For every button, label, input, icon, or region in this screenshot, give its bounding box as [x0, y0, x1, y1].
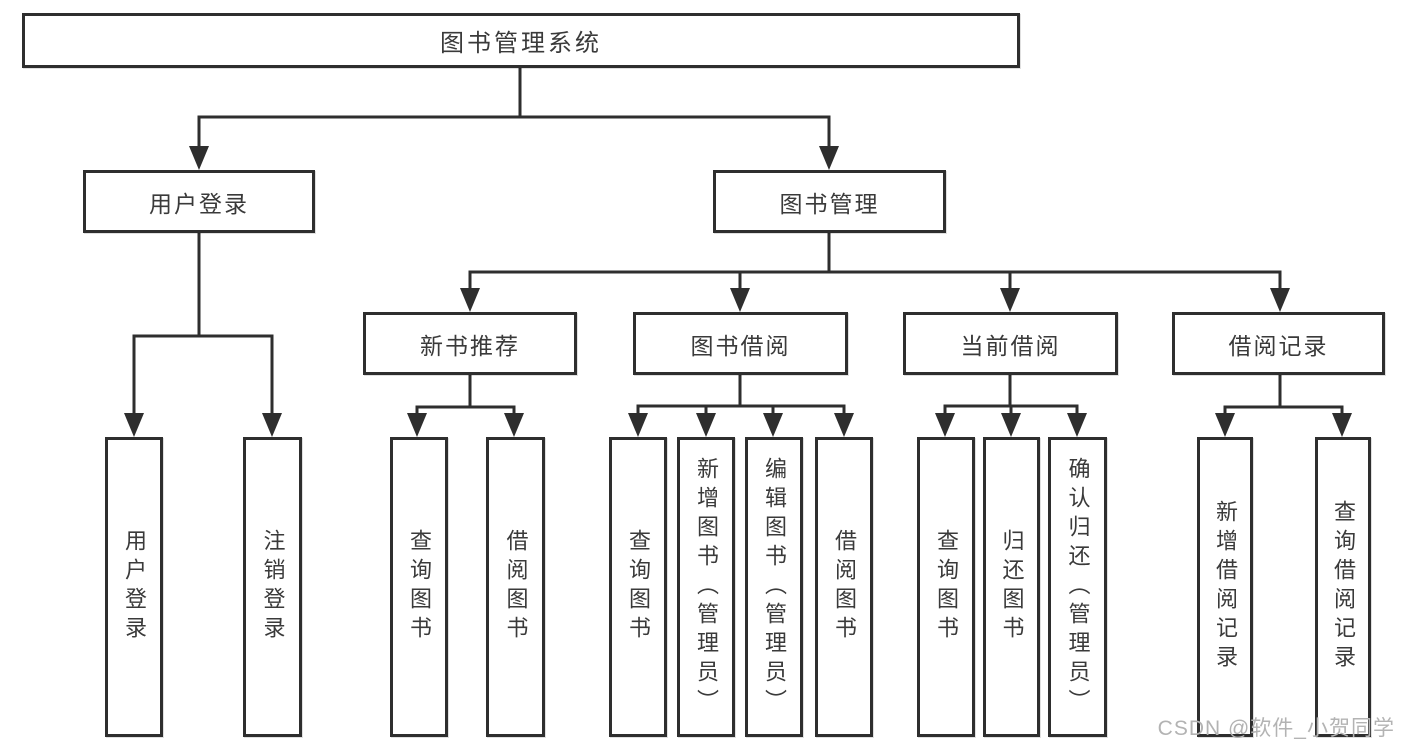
csdn-watermark: CSDN @软件_小贺同学: [1157, 717, 1395, 740]
leaf-logout: 注销登录: [243, 437, 302, 737]
leaf-query-books-borrow: 查询图书: [609, 437, 667, 737]
node-new-book-recommendation: 新书推荐: [363, 312, 577, 375]
node-current-borrowing: 当前借阅: [903, 312, 1118, 375]
node-borrowing-records: 借阅记录: [1172, 312, 1385, 375]
leaf-confirm-return-admin: 确认归还（管理员）: [1048, 437, 1107, 737]
leaf-borrow-books-recommend: 借阅图书: [486, 437, 545, 737]
leaf-add-books-admin: 新增图书（管理员）: [677, 437, 735, 737]
node-book-management: 图书管理: [713, 170, 946, 233]
leaf-add-borrow-record: 新增借阅记录: [1197, 437, 1253, 737]
node-book-borrowing: 图书借阅: [633, 312, 848, 375]
leaf-query-books-recommend: 查询图书: [390, 437, 448, 737]
leaf-query-borrow-record: 查询借阅记录: [1315, 437, 1371, 737]
leaf-return-books: 归还图书: [983, 437, 1040, 737]
leaf-borrow-books: 借阅图书: [815, 437, 873, 737]
leaf-edit-books-admin: 编辑图书（管理员）: [745, 437, 803, 737]
node-library-management-system: 图书管理系统: [22, 13, 1020, 68]
leaf-user-login: 用户登录: [105, 437, 163, 737]
node-user-login: 用户登录: [83, 170, 315, 233]
leaf-query-books-current: 查询图书: [917, 437, 975, 737]
